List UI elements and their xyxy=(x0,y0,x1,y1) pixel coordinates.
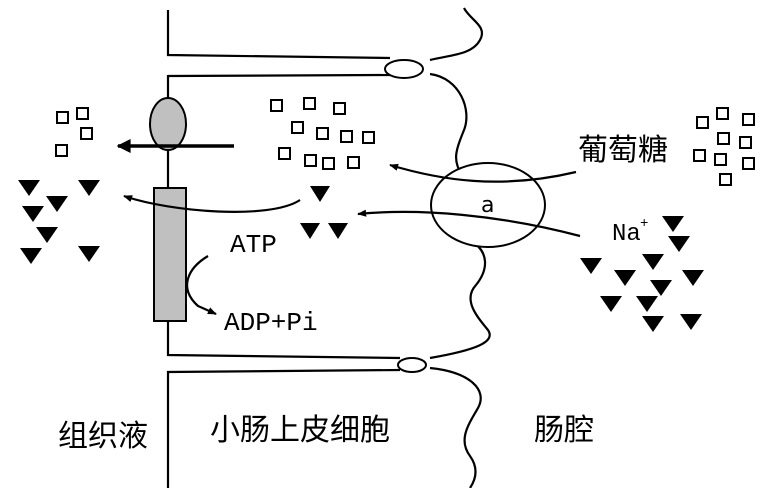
sodium-pump-protein xyxy=(153,187,187,322)
glucose-label: 葡萄糖 xyxy=(578,133,668,168)
epithelial-cell-membrane xyxy=(166,72,491,360)
tight-junction-top xyxy=(384,59,424,79)
cell-sodium-ions xyxy=(300,186,348,239)
sodium-charge-label: + xyxy=(640,216,648,232)
intestinal-lumen-label: 肠腔 xyxy=(534,413,594,448)
glucose-influx-arrow xyxy=(389,163,577,183)
tissue-sodium-ions xyxy=(18,180,100,264)
tissue-glucose-molecules xyxy=(55,107,93,157)
sglt-cotransporter xyxy=(430,162,546,248)
upper-cell-outline xyxy=(166,7,483,62)
carrier-label: a xyxy=(481,193,494,218)
glucose-carrier-protein xyxy=(149,97,187,151)
tight-junction-bottom xyxy=(397,357,427,373)
atp-hydrolysis-arrow xyxy=(186,255,217,316)
cell-glucose-molecules xyxy=(270,97,375,170)
sodium-efflux-arrow xyxy=(123,194,301,213)
tissue-fluid-label: 组织液 xyxy=(58,419,148,454)
lumen-glucose-molecules xyxy=(693,107,755,186)
adp-pi-label: ADP+Pi xyxy=(224,308,318,338)
lower-cell-outline xyxy=(166,366,482,488)
sodium-label: Na xyxy=(612,221,641,248)
atp-label: ATP xyxy=(230,230,277,260)
sodium-influx-arrow xyxy=(357,209,581,238)
epithelial-cell-label: 小肠上皮细胞 xyxy=(210,413,390,448)
lumen-sodium-ions xyxy=(580,216,704,332)
